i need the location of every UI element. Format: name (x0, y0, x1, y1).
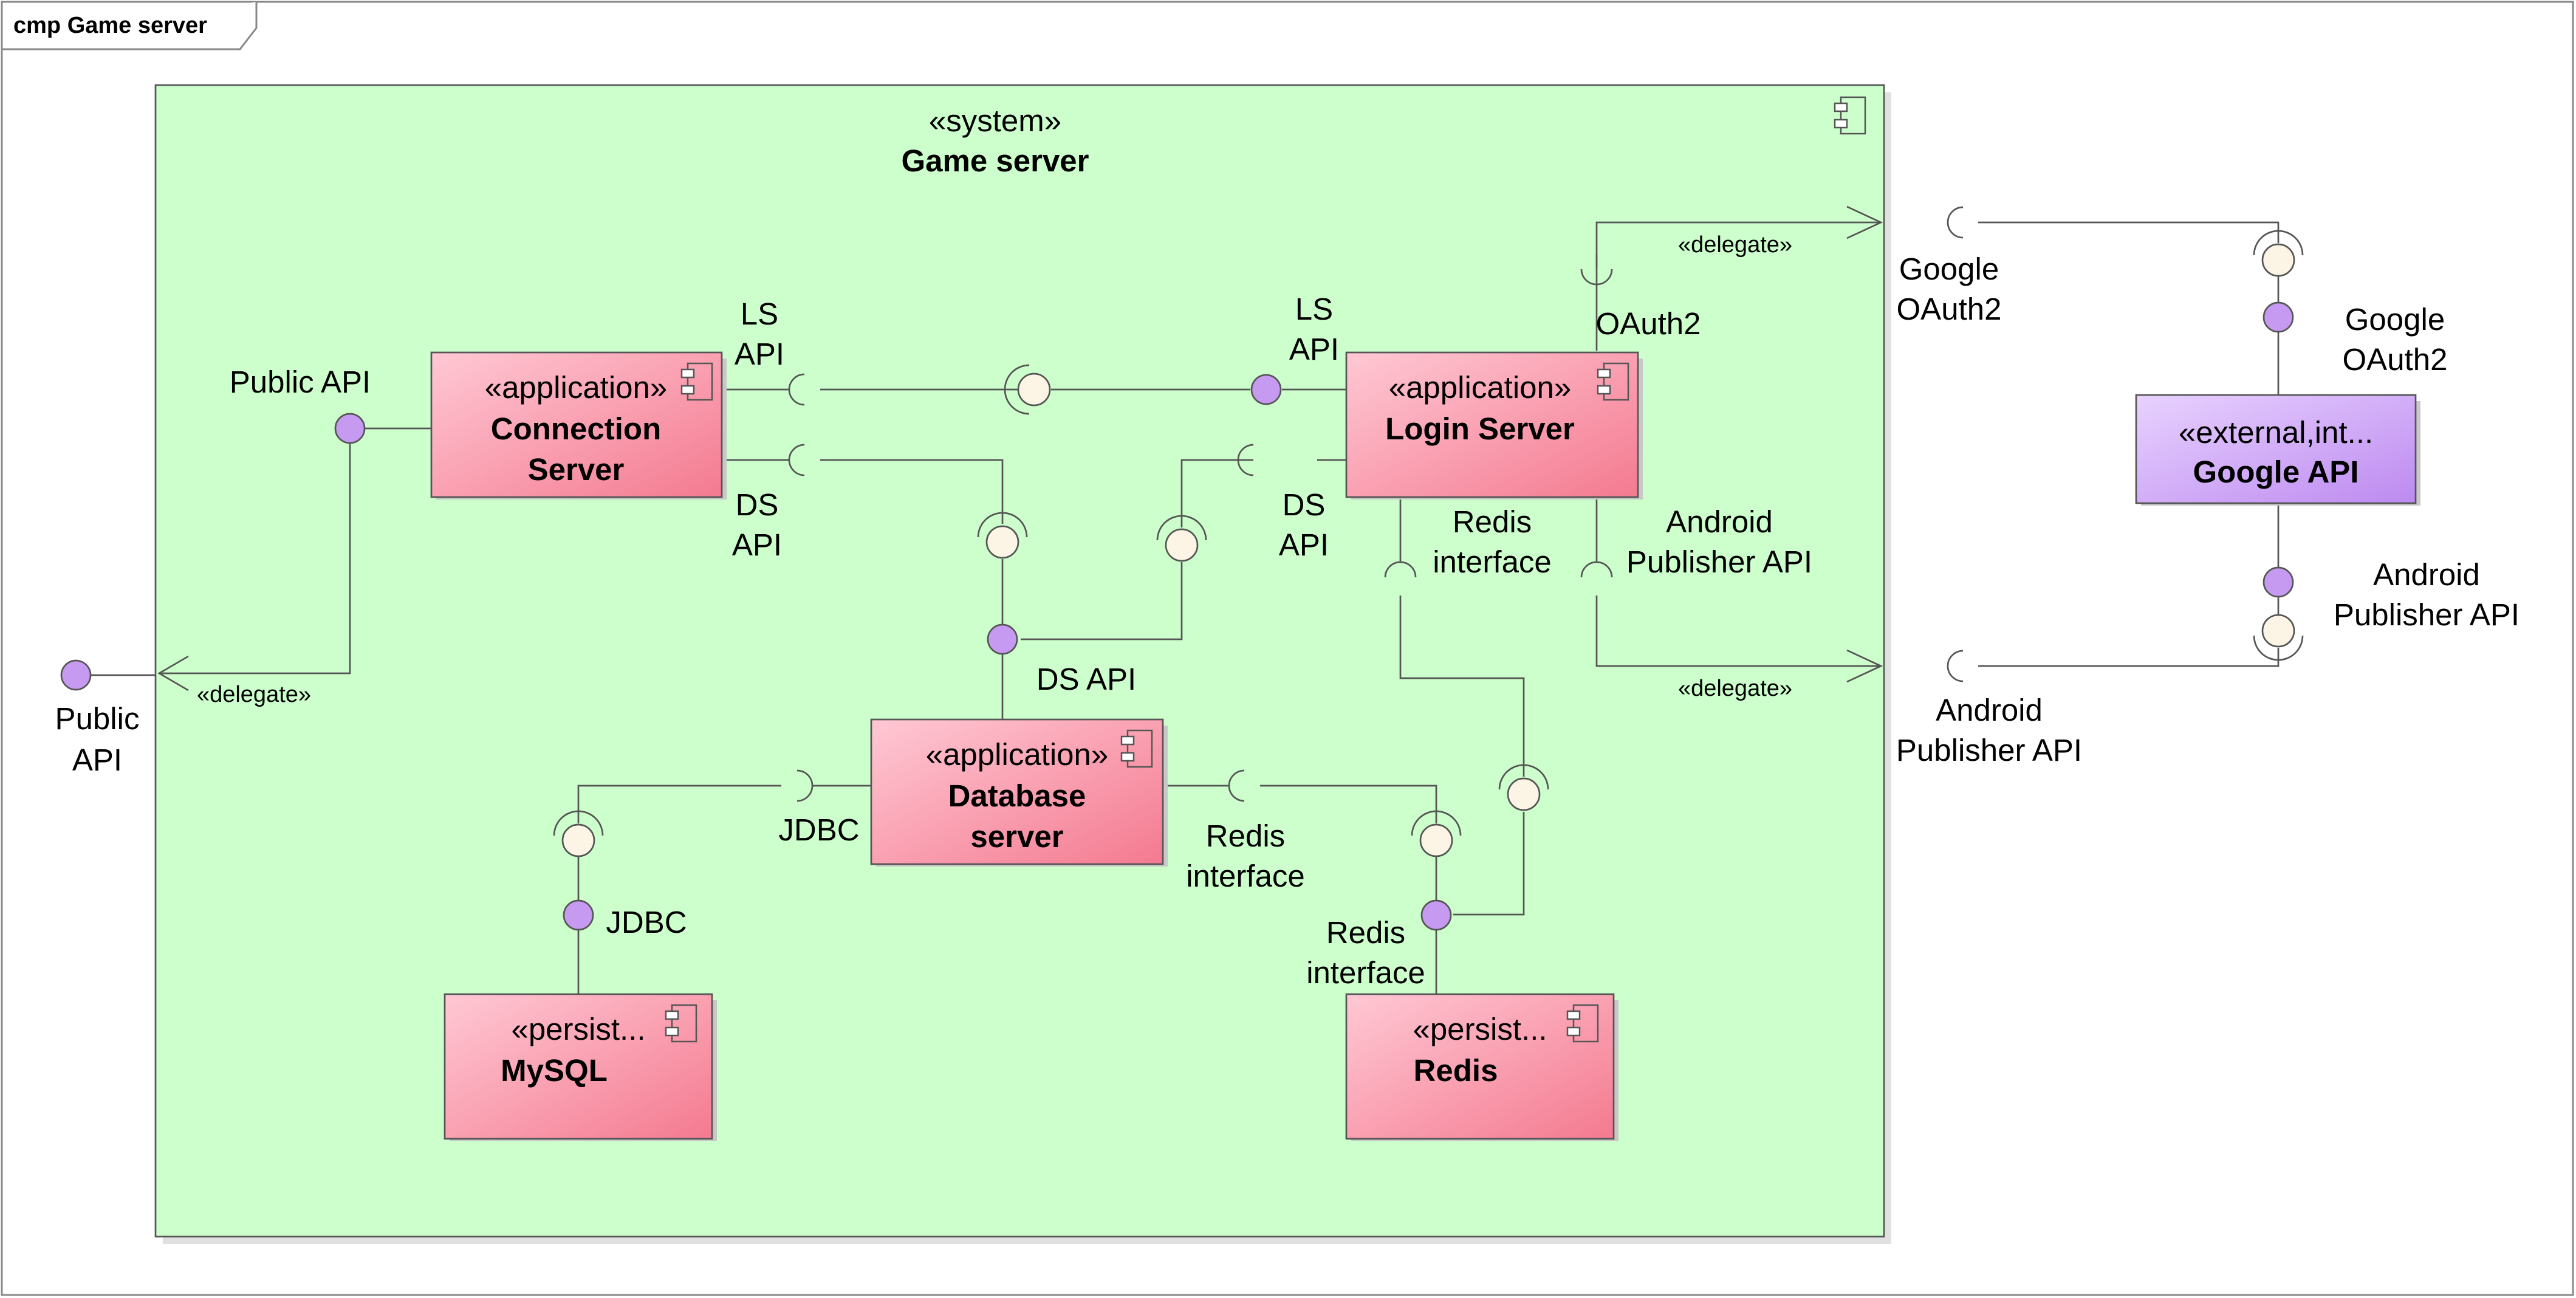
mysql-jdbc-label: JDBC (606, 905, 687, 939)
login-ds-api-label-2: API (1279, 527, 1329, 562)
public-api-outer-label-1: Public (55, 701, 140, 736)
mysql-stereotype: «persist... (511, 1012, 645, 1046)
connection-server-stereotype: «application» (485, 370, 668, 405)
interface-labels: Public API Public API «delegate» LS API … (55, 232, 2520, 990)
connection-server-name-1: Connection (491, 411, 661, 446)
android-delegate-label: «delegate» (1678, 676, 1792, 701)
db-ds-api-port (987, 623, 1018, 655)
ls-assembly (1004, 364, 1051, 415)
public-api-outer-port (60, 659, 92, 691)
android-outer-label-1: Android (1936, 693, 2043, 727)
google-oauth2-port-label-1: Google (2345, 302, 2445, 337)
google-oauth2-assembly (2253, 230, 2304, 277)
ds-assembly-right (1156, 515, 1207, 562)
login-server-name: Login Server (1385, 411, 1575, 446)
db-redis-socket (1228, 769, 1245, 802)
component-redis[interactable]: «persist... Redis (1345, 993, 1619, 1141)
cs-ls-api-label-1: LS (741, 297, 778, 331)
connection-server-name-2: Server (528, 452, 625, 487)
system-game-server: «system» Game server (154, 84, 1891, 1244)
redis-port-label-2: interface (1306, 955, 1425, 990)
db-jdbc-socket (796, 769, 814, 802)
cs-ls-api-socket (788, 373, 805, 406)
login-android-label-1: Android (1666, 504, 1773, 539)
google-android-port (2263, 566, 2294, 598)
system-name: Game server (901, 143, 1089, 178)
login-ls-api-label-1: LS (1295, 292, 1333, 326)
database-server-stereotype: «application» (926, 737, 1109, 772)
provided-interfaces (60, 301, 2294, 931)
system-stereotype: «system» (929, 103, 1061, 138)
login-server-stereotype: «application» (1389, 370, 1572, 405)
login-android-socket (1580, 561, 1613, 578)
ds-assembly-left (977, 512, 1028, 559)
login-redis-socket (1384, 561, 1417, 578)
public-api-outer-label-2: API (72, 743, 122, 777)
google-api-stereotype: «external,int... (2179, 415, 2373, 450)
jdbc-assembly (553, 810, 604, 857)
db-redis-label-2: interface (1186, 859, 1305, 893)
google-oauth2-delegate-socket (1947, 206, 1964, 239)
db-jdbc-label: JDBC (778, 812, 859, 847)
redis-name: Redis (1414, 1053, 1498, 1088)
login-ds-api-label-1: DS (1283, 487, 1326, 522)
required-sockets (788, 206, 1964, 802)
oauth2-delegate-label: «delegate» (1678, 232, 1792, 258)
public-api-delegate-label: «delegate» (197, 682, 311, 707)
component-google-api[interactable]: «external,int... Google API (2135, 394, 2420, 506)
database-server-name-2: server (970, 819, 1063, 854)
login-oauth2-socket (1580, 269, 1613, 286)
redis-db-assembly (1411, 810, 1462, 857)
google-oauth2-outer-label-1: Google (1899, 252, 1999, 286)
redis-login-assembly (1498, 764, 1549, 811)
component-connection-server[interactable]: «application» Connection Server (430, 351, 727, 500)
component-database-server[interactable]: «application» Database server (870, 718, 1168, 867)
component-login-server[interactable]: «application» Login Server (1345, 351, 1643, 500)
login-ls-api-label-2: API (1289, 332, 1339, 366)
android-delegate-socket (1947, 650, 1964, 682)
redis-stereotype: «persist... (1413, 1012, 1547, 1046)
login-ds-api-socket (1237, 444, 1254, 476)
frame-title: cmp Game server (13, 13, 207, 38)
google-android-label-1: Android (2373, 557, 2480, 592)
cs-ds-api-label-1: DS (736, 487, 779, 522)
google-oauth2-outer-label-2: OAuth2 (1897, 292, 2002, 326)
public-api-inner-label: Public API (230, 365, 371, 399)
public-api-inner-port (334, 413, 366, 444)
login-ls-api-port (1250, 374, 1282, 405)
cs-ls-api-label-2: API (735, 337, 784, 371)
cs-ds-api-label-2: API (732, 527, 782, 562)
android-assembly (2253, 614, 2304, 661)
login-android-label-2: Publisher API (1626, 544, 1812, 579)
mysql-name: MySQL (501, 1053, 608, 1088)
component-mysql[interactable]: «persist... MySQL (444, 993, 717, 1141)
login-oauth2-label: OAuth2 (1596, 306, 1701, 341)
redis-interface-port (1420, 899, 1452, 931)
google-oauth2-port-label-2: OAuth2 (2343, 342, 2448, 377)
db-ds-api-label: DS API (1036, 662, 1136, 696)
cs-ds-api-socket (788, 444, 805, 476)
android-outer-label-2: Publisher API (1896, 733, 2082, 767)
login-redis-label-1: Redis (1453, 504, 1532, 539)
database-server-name-1: Database (948, 778, 1086, 813)
db-redis-label-1: Redis (1206, 819, 1285, 853)
login-redis-label-2: interface (1433, 544, 1552, 579)
redis-port-label-1: Redis (1326, 915, 1405, 950)
google-oauth2-port (2263, 301, 2294, 333)
mysql-jdbc-port (563, 899, 594, 931)
assembly-connectors (553, 230, 2304, 857)
google-android-label-2: Publisher API (2334, 597, 2519, 632)
google-api-name: Google API (2193, 455, 2359, 489)
